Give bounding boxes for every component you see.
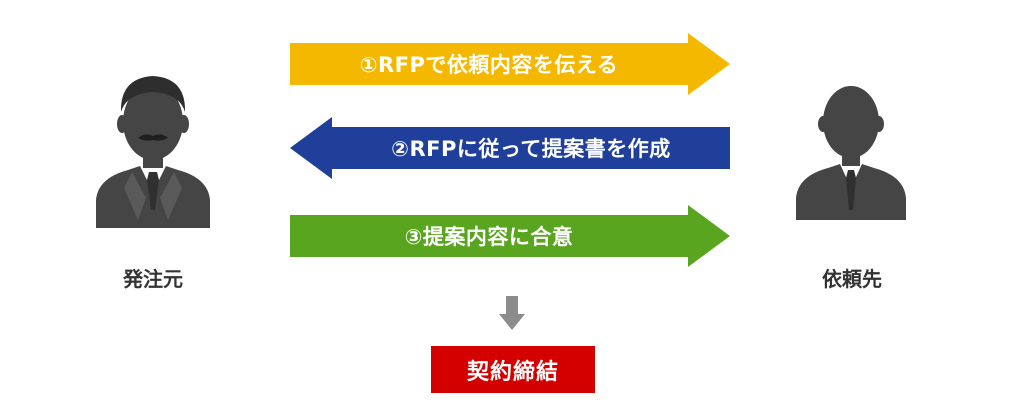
client-label: 発注元 bbox=[123, 267, 183, 291]
step-3-arrow-shape bbox=[290, 205, 730, 267]
client-figure bbox=[88, 60, 218, 230]
step-3-label: ③提案内容に合意 bbox=[404, 225, 574, 249]
step-2-label: ②RFPに従って提案書を作成 bbox=[391, 137, 671, 161]
down-arrow bbox=[499, 296, 525, 330]
step-1-arrow: ①RFPで依頼内容を伝える bbox=[290, 33, 730, 95]
vendor-figure bbox=[786, 70, 916, 230]
step-2-arrow: ②RFPに従って提案書を作成 bbox=[290, 117, 730, 179]
step-1-label: ①RFPで依頼内容を伝える bbox=[359, 53, 619, 77]
businessman-silhouette-icon bbox=[796, 86, 906, 220]
down-arrow-icon bbox=[499, 296, 525, 330]
step-1-arrow-shape bbox=[290, 33, 730, 95]
businessman-mustache-icon bbox=[96, 76, 210, 228]
vendor-label: 依頼先 bbox=[822, 267, 882, 291]
step-3-arrow: ③提案内容に合意 bbox=[290, 205, 730, 267]
contract-result-box: 契約締結 bbox=[431, 346, 595, 393]
step-2-arrow-shape bbox=[290, 117, 730, 179]
